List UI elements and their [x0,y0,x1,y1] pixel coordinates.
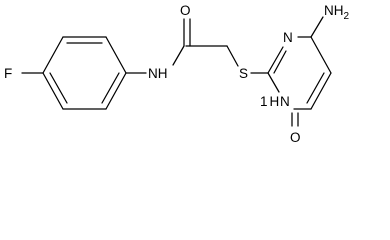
bond [105,36,127,74]
bond [310,36,332,74]
amino-label: NH2 [324,3,350,22]
bond-c-n [310,16,324,38]
double-bond [49,72,68,104]
amide-nh-label: NH [148,66,168,81]
bond [310,72,332,110]
ring-locant: 1 [260,94,268,109]
bond-c-s [226,45,239,67]
ring-h: H [270,94,280,109]
amino-subscript: 2 [344,11,350,22]
double-bond [273,50,287,74]
amide-oxygen-label: O [180,3,191,18]
ring-n3-label: N [283,30,293,45]
ring-oxygen-label: O [290,130,301,145]
double-bond [101,72,120,104]
pyrimidinone-ring [267,36,332,110]
fluorophenyl-ring [42,36,127,110]
bond [105,72,127,110]
bond [267,46,284,74]
sulfur-label: S [239,66,248,81]
bond [42,36,64,74]
amino-nh: NH [324,3,344,18]
bond [267,72,280,93]
ring-n1-label: N [280,94,290,109]
double-bond [306,72,325,104]
fluorine-label: F [4,66,12,81]
bond [42,72,64,110]
bond-n-c [172,45,185,66]
